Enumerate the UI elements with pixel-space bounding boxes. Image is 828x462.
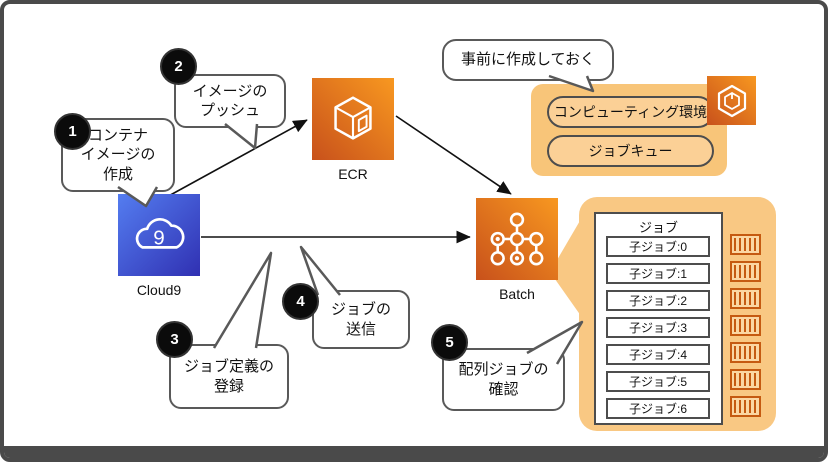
frame-bottom-bar xyxy=(4,446,824,458)
badge-number: 5 xyxy=(445,334,454,351)
child-job-label: 子ジョブ:3 xyxy=(628,321,687,335)
child-job-row: 子ジョブ:2 xyxy=(606,290,710,311)
child-job-row: 子ジョブ:5 xyxy=(606,371,710,392)
array-job-panel: ジョブ 子ジョブ:0 子ジョブ:1 子ジョブ:2 子ジョブ:3 子ジョブ:4 子… xyxy=(579,197,776,431)
batch-label: Batch xyxy=(499,286,535,302)
prebuilt-resources-box: コンピューティング環境 ジョブキュー xyxy=(531,84,727,176)
child-job-label: 子ジョブ:4 xyxy=(628,348,687,362)
container-icon xyxy=(730,369,761,390)
job-box: ジョブ 子ジョブ:0 子ジョブ:1 子ジョブ:2 子ジョブ:3 子ジョブ:4 子… xyxy=(594,212,723,425)
arrow-cloud9-to-ecr xyxy=(153,119,308,205)
container-icon xyxy=(730,288,761,309)
step-3-text: ジョブ定義の 登録 xyxy=(183,358,274,395)
step-badge-4: 4 xyxy=(282,283,319,320)
step-badge-3: 3 xyxy=(156,321,193,358)
compute-environment-pill: コンピューティング環境 xyxy=(547,96,714,128)
step-badge-5: 5 xyxy=(431,324,468,361)
step-5-text: 配列ジョブの 確認 xyxy=(458,361,549,398)
job-queue-pill: ジョブキュー xyxy=(547,135,714,167)
badge-number: 2 xyxy=(174,58,183,75)
child-job-label: 子ジョブ:2 xyxy=(628,294,687,308)
child-job-row: 子ジョブ:6 xyxy=(606,398,710,419)
callout-step-2: イメージの プッシュ xyxy=(174,74,286,128)
child-job-row: 子ジョブ:4 xyxy=(606,344,710,365)
compute-environment-label: コンピューティング環境 xyxy=(553,104,708,120)
callout-note: 事前に作成しておく xyxy=(442,39,614,81)
container-icon xyxy=(730,342,761,363)
badge-number: 3 xyxy=(170,331,179,348)
cloud9-icon: 9 xyxy=(118,194,200,276)
step-1-text: コンテナ イメージの 作成 xyxy=(80,126,156,183)
container-icon xyxy=(730,234,761,255)
child-job-label: 子ジョブ:1 xyxy=(628,267,687,281)
arrow-ecr-to-batch xyxy=(395,115,512,195)
container-icon xyxy=(730,396,761,417)
container-icon xyxy=(730,261,761,282)
callout-step-5: 配列ジョブの 確認 xyxy=(442,348,565,411)
child-job-row: 子ジョブ:1 xyxy=(606,263,710,284)
child-job-label: 子ジョブ:0 xyxy=(628,240,687,254)
batch-icon xyxy=(476,198,558,280)
child-job-label: 子ジョブ:6 xyxy=(628,402,687,416)
tail-step-3 xyxy=(212,251,273,349)
hexagon-icon xyxy=(717,84,746,117)
batch-network-glyph xyxy=(490,212,544,266)
step-badge-2: 2 xyxy=(160,48,197,85)
ecr-label: ECR xyxy=(338,166,368,182)
job-queue-label: ジョブキュー xyxy=(588,143,673,159)
step-badge-1: 1 xyxy=(54,113,91,150)
ecr-icon xyxy=(312,78,394,160)
cloud-9-glyph: 9 xyxy=(135,218,185,249)
callout-step-3: ジョブ定義の 登録 xyxy=(169,344,289,409)
step-4-text: ジョブの 送信 xyxy=(330,301,391,338)
batch-service-icon xyxy=(707,76,756,125)
child-job-label: 子ジョブ:5 xyxy=(628,375,687,389)
child-job-row: 子ジョブ:0 xyxy=(606,236,710,257)
step-2-text: イメージの プッシュ xyxy=(192,82,268,120)
container-icon xyxy=(730,315,761,336)
cloud9-label: Cloud9 xyxy=(136,282,182,298)
callout-step-4: ジョブの 送信 xyxy=(312,290,410,349)
cloud9-digit: 9 xyxy=(153,226,164,249)
badge-number: 4 xyxy=(296,293,305,310)
note-text: 事前に作成しておく xyxy=(460,51,596,69)
ecr-cube-glyph xyxy=(334,96,372,140)
child-job-row: 子ジョブ:3 xyxy=(606,317,710,338)
job-box-title: ジョブ xyxy=(638,220,678,235)
badge-number: 1 xyxy=(68,123,77,140)
